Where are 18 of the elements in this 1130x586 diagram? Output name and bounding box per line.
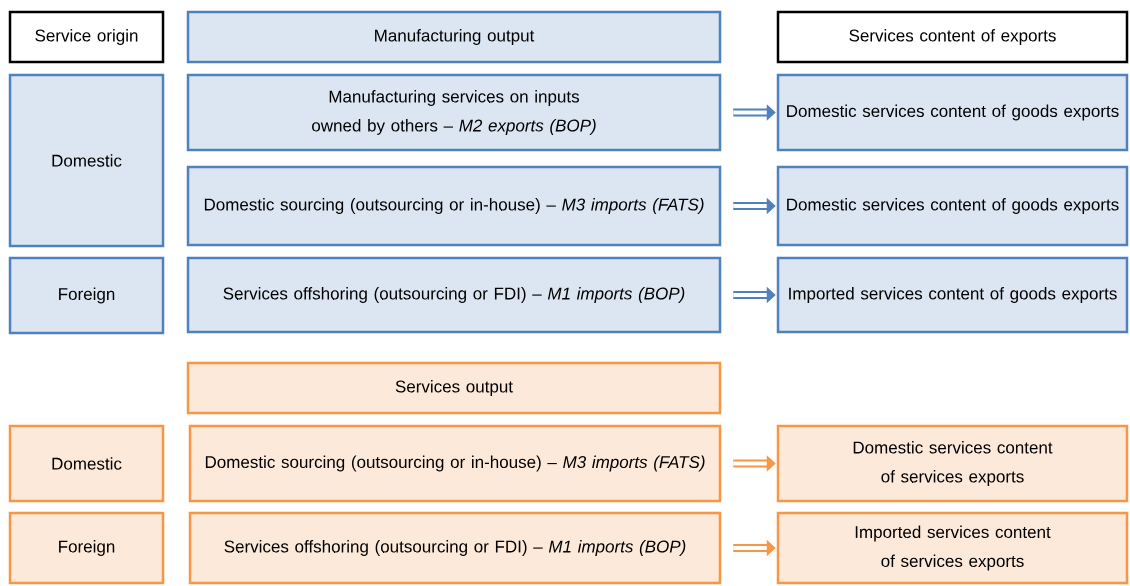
process-box: Domestic sourcing (outsourcing or in-house) – M3 imports (FATS) [188,424,722,503]
header-box: Service origin [8,10,165,64]
process-box: Services offshoring (outsourcing or FDI) – M1 imports (BOP) [188,511,722,585]
header-box: Services output [186,361,722,415]
result-box: Domestic services content of goods exports [776,73,1129,152]
origin-box: Foreign [8,511,165,585]
header-box: Manufacturing output [186,10,722,64]
process-box: Manufacturing services on inputs owned by others – M2 exports (BOP) [186,73,722,152]
result-box: Domestic services content of services exports [776,424,1129,503]
result-box: Imported services content of goods exports [776,256,1129,334]
result-box: Domestic services content of goods exports [776,165,1129,247]
origin-box: Foreign [8,256,165,335]
header-box: Services content of exports [776,10,1129,64]
result-box: Imported services content of services exports [776,511,1129,585]
origin-box: Domestic [8,73,165,248]
origin-box: Domestic [8,424,165,503]
process-box: Services offshoring (outsourcing or FDI) – M1 imports (BOP) [186,256,722,334]
process-box: Domestic sourcing (outsourcing or in-house) – M3 imports (FATS) [186,165,722,247]
